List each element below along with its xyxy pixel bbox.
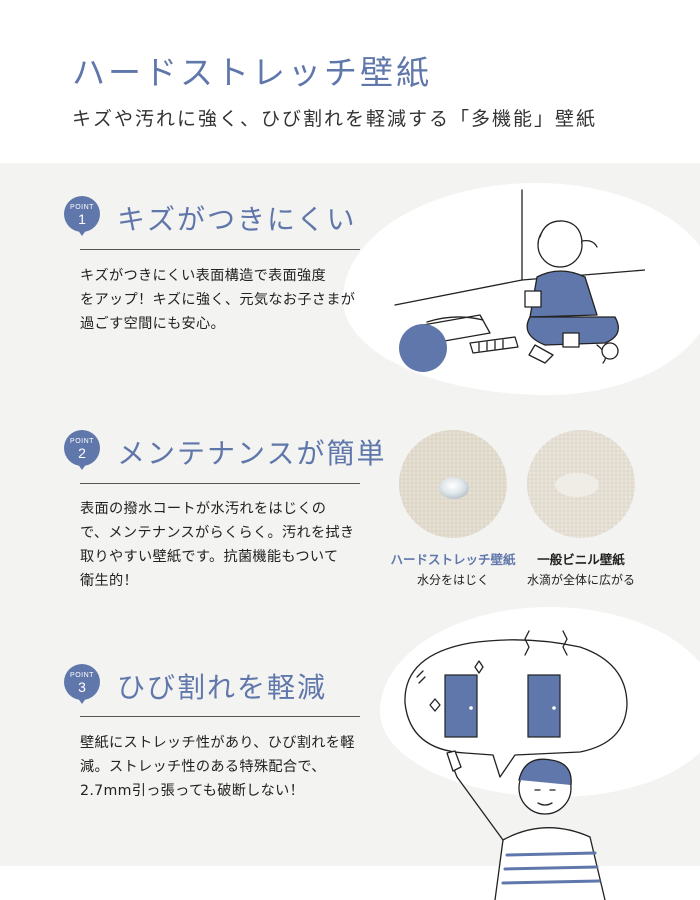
point-title-3: ひび割れを軽減 bbox=[117, 671, 328, 704]
man-door-illustration bbox=[404, 630, 628, 900]
water-drop-icon bbox=[439, 477, 469, 499]
floor-line bbox=[394, 279, 523, 306]
fabric-swatch-vinyl bbox=[527, 430, 635, 538]
description-line: 壁紙にストレッチ性があり、ひび割れを軽 bbox=[80, 735, 355, 751]
man-pointing-arm bbox=[449, 758, 504, 841]
sparkle-icon bbox=[416, 670, 426, 684]
page-title: ハードストレッチ壁紙 bbox=[72, 53, 432, 92]
child-pants bbox=[526, 316, 619, 346]
badge-tail bbox=[75, 460, 89, 470]
toy-block-icon bbox=[528, 344, 554, 364]
swatch-caption-hard-stretch: 水分をはじく bbox=[416, 573, 489, 587]
header: ハードストレッチ壁紙 キズや汚れに強く、ひび割れを軽減する「多機能」壁紙 bbox=[0, 0, 700, 163]
door-icon bbox=[444, 674, 478, 738]
toy-block-icon bbox=[562, 332, 580, 348]
crack-line-icon bbox=[524, 630, 530, 656]
point-badge-3: POINT 3 bbox=[64, 664, 100, 708]
description-line: 取りやすい壁紙です。抗菌機能もついて bbox=[80, 549, 339, 565]
door-icon bbox=[527, 674, 561, 738]
point-description-1: キズがつきにくい表面構造で表面強度 をアップ！キズに強く、元気なお子さまが 過ご… bbox=[80, 264, 362, 336]
swatch-label-vinyl: 一般ビニル壁紙 bbox=[537, 552, 625, 567]
point-title-2: メンテナンスが簡単 bbox=[117, 437, 387, 470]
point-badge-1: POINT 1 bbox=[64, 196, 100, 240]
point-title-1: キズがつきにくい bbox=[117, 203, 357, 236]
badge-word: POINT bbox=[70, 438, 94, 445]
description-line: 表面の撥水コートが水汚れをはじくの bbox=[80, 501, 327, 517]
point-badge-2: POINT 2 bbox=[64, 430, 100, 474]
point-divider-2 bbox=[80, 483, 360, 484]
badge-tail bbox=[75, 226, 89, 236]
point-description-3: 壁紙にストレッチ性があり、ひび割れを軽 減。ストレッチ性のある特殊配合で、 2.… bbox=[80, 731, 362, 803]
description-line: 衛生的！ bbox=[80, 573, 138, 589]
description-line: 2.7mm引っ張っても破断しない！ bbox=[80, 783, 305, 799]
swatch-label-hard-stretch: ハードストレッチ壁紙 bbox=[390, 552, 516, 567]
badge-word: POINT bbox=[70, 672, 94, 679]
speech-bubble bbox=[404, 639, 628, 778]
toy-block-icon bbox=[524, 290, 542, 308]
badge-word: POINT bbox=[70, 204, 94, 211]
page-subtitle: キズや汚れに強く、ひび割れを軽減する「多機能」壁紙 bbox=[72, 108, 598, 130]
point-divider-1 bbox=[80, 249, 360, 250]
point-description-2: 表面の撥水コートが水汚れをはじくの で、メンテナンスがらくらく。汚れを拭き 取り… bbox=[80, 497, 362, 593]
sparkle-icon bbox=[429, 698, 441, 712]
crack-line-icon bbox=[562, 630, 568, 656]
description-line: をアップ！キズに強く、元気なお子さまが bbox=[80, 292, 356, 308]
sparkle-icon bbox=[474, 660, 484, 674]
badge-tail bbox=[75, 694, 89, 704]
child-playing-illustration bbox=[394, 189, 645, 372]
description-line: 過ごす空間にも安心。 bbox=[80, 316, 226, 332]
description-line: で、メンテナンスがらくらく。汚れを拭き bbox=[80, 525, 355, 541]
crayon-box-icon bbox=[469, 336, 519, 354]
point-divider-3 bbox=[80, 716, 360, 717]
man-sweater bbox=[494, 827, 606, 900]
toy-cylinder-icon bbox=[601, 342, 619, 360]
child-shirt bbox=[529, 270, 598, 318]
water-spread-icon bbox=[555, 473, 599, 497]
badge-number: 3 bbox=[78, 679, 86, 695]
fabric-swatch-hard-stretch bbox=[399, 430, 507, 538]
description-line: キズがつきにくい表面構造で表面強度 bbox=[80, 268, 327, 284]
badge-number: 2 bbox=[78, 445, 86, 461]
description-line: 減。ストレッチ性のある特殊配合で、 bbox=[80, 759, 326, 775]
swatch-caption-vinyl: 水滴が全体に広がる bbox=[526, 573, 635, 587]
badge-number: 1 bbox=[78, 211, 86, 227]
ball-icon bbox=[399, 324, 447, 372]
